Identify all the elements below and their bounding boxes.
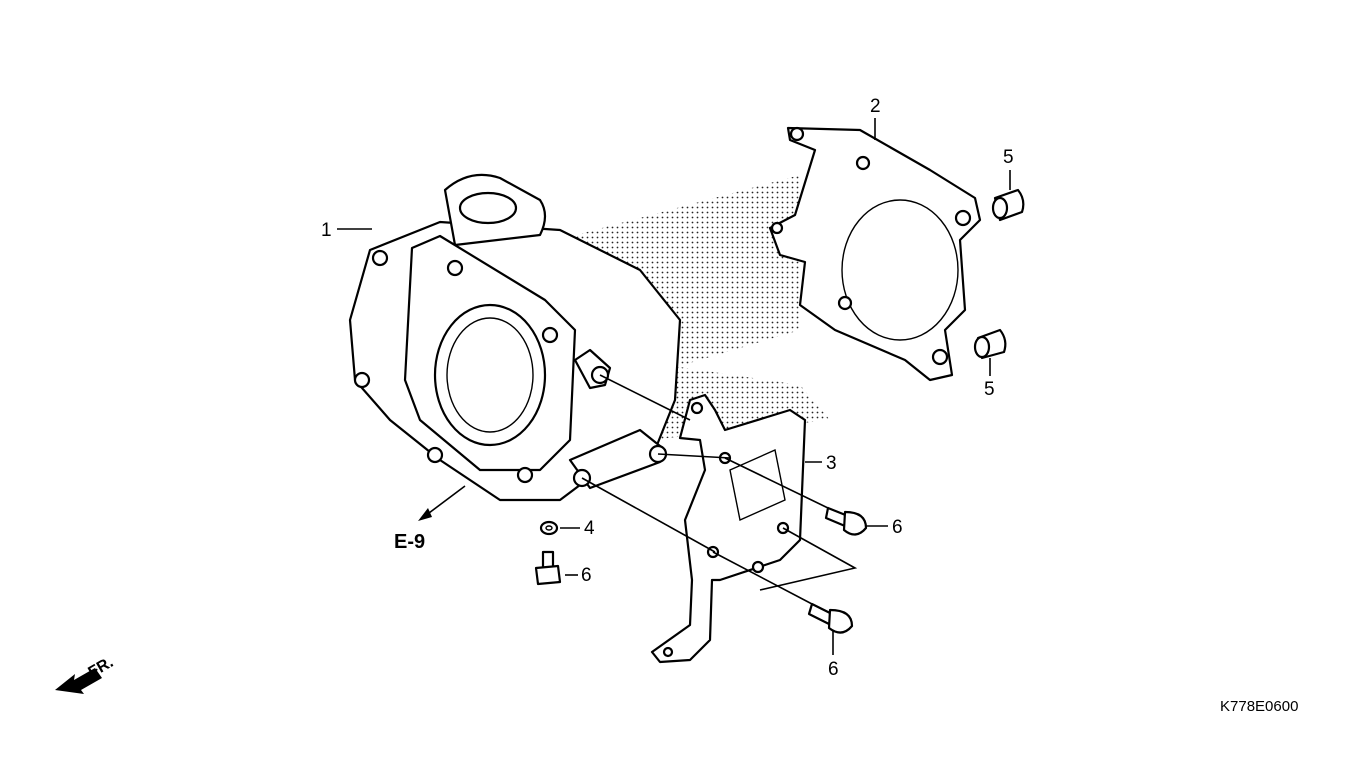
label-part-6-right: 6 — [892, 517, 903, 538]
dowel-pin-lower — [973, 328, 1007, 360]
front-direction-arrow: FR. — [55, 654, 116, 694]
bracket — [650, 393, 807, 664]
guide-lines — [581, 374, 858, 605]
label-part-1: 1 — [321, 220, 332, 241]
bolt-left — [534, 550, 562, 586]
label-part-4: 4 — [584, 518, 595, 539]
label-part-6-left: 6 — [581, 565, 592, 586]
dowel-pin-upper — [991, 188, 1025, 222]
label-part-5-lower: 5 — [984, 379, 995, 400]
bolt-lower-right — [807, 602, 854, 634]
label-part-5-upper: 5 — [1003, 147, 1014, 168]
label-part-6-bottom: 6 — [828, 659, 839, 680]
washer — [539, 520, 559, 536]
cylinder-block — [348, 173, 682, 502]
reference-label: E-9 — [394, 531, 425, 553]
label-part-3: 3 — [826, 453, 837, 474]
leader-lines — [337, 118, 1011, 655]
label-part-2: 2 — [870, 96, 881, 117]
cylinder-gasket — [768, 126, 982, 382]
bolt-upper-right — [824, 506, 868, 536]
diagram-code: K778E0600 — [1220, 698, 1298, 715]
